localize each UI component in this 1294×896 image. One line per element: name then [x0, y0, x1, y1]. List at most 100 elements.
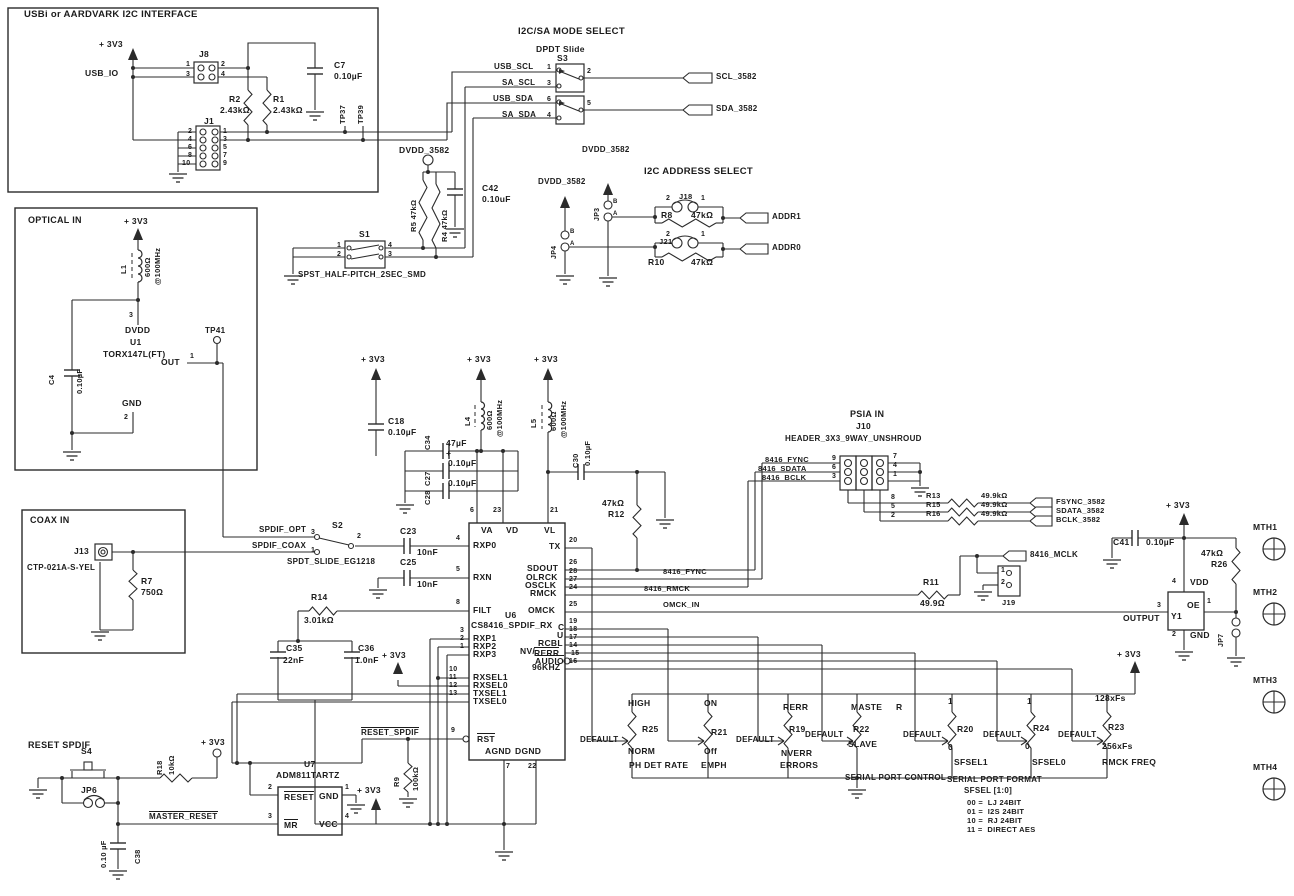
label-s4-ref: S4: [81, 746, 92, 756]
label-u1-pin3: 3: [129, 312, 134, 319]
label-u6-rcbl: RCBL: [538, 638, 563, 648]
label-c34-ref: C34: [423, 435, 432, 450]
label-p3v3-rxsel: + 3V3: [382, 650, 406, 660]
label-u6-pin3: 3: [460, 627, 465, 634]
label-mth3-ref: MTH3: [1253, 675, 1278, 685]
label-u6-pin18: 18: [569, 626, 578, 633]
label-usb-scl-net: USB_SCL: [494, 62, 534, 71]
label-rn-legend-11: 11 = DIRECT AES: [967, 825, 1036, 834]
label-u7-gnd: GND: [319, 791, 339, 801]
label-s3-pin5: 5: [587, 100, 592, 107]
label-j1-ref: J1: [204, 116, 215, 126]
label-s2-pin1: 1: [311, 547, 316, 554]
label-addr-select-title: I2C ADDRESS SELECT: [644, 166, 754, 177]
label-l4-val: 600Ω: [485, 410, 494, 430]
label-r2-ref: R2: [229, 94, 241, 104]
label-c42-val: 0.10uF: [482, 194, 511, 204]
label-c23-val: 10nF: [417, 547, 439, 557]
label-u6-pin4: 4: [456, 535, 461, 542]
label-rn-legend-10: 10 = RJ 24BIT: [967, 816, 1023, 825]
label-u1-out: OUT: [161, 357, 180, 367]
label-r9-val: 100kΩ: [411, 766, 420, 791]
label-u7-vcc: VCC: [319, 819, 338, 829]
label-usb-block-title: USBi or AARDVARK I2C INTERFACE: [24, 9, 198, 20]
label-u6-sdout: SDOUT: [527, 563, 559, 573]
label-master-reset-net: MASTER_RESET: [149, 811, 218, 821]
label-c25-ref: C25: [400, 557, 417, 567]
label-u6-va: VA: [481, 525, 493, 535]
label-j18-pin2: 2: [666, 195, 671, 202]
label-psia-bclk-net: 8416_BCLK: [762, 473, 807, 482]
label-s1-pin4: 4: [388, 242, 393, 249]
label-j1-pin1: 1: [223, 128, 228, 135]
label-r24-ref: R24: [1033, 723, 1050, 733]
label-r10-val: 47kΩ: [691, 257, 714, 267]
label-j13-ref: J13: [74, 546, 90, 556]
label-jp7-ref: JP7: [1218, 633, 1225, 647]
label-u6-pin5: 5: [456, 566, 461, 573]
label-r13-val: 49.9kΩ: [981, 491, 1008, 500]
label-r15-ref: R15: [926, 500, 941, 509]
label-u6-pin23: 23: [493, 507, 502, 514]
label-s2-pin3: 3: [311, 529, 316, 536]
label-r1-val: 2.43kΩ: [273, 105, 303, 115]
label-r26-ref: R26: [1211, 559, 1228, 569]
label-u6-dgnd: DGND: [515, 746, 542, 756]
label-u1-name: TORX147L(FT): [103, 349, 166, 359]
label-c7-val: 0.10µF: [334, 71, 363, 81]
label-u6-filt: FILT: [473, 605, 492, 615]
label-c18-ref: C18: [388, 416, 405, 426]
label-rn-rmck-freq: RMCK FREQ: [1102, 757, 1157, 767]
label-j10-pin2: 2: [891, 512, 896, 519]
label-c36-ref: C36: [358, 643, 375, 653]
label-s1-type: SPST_HALF-PITCH_2SEC_SMD: [298, 270, 427, 279]
label-l4-freq: @100MHz: [495, 399, 504, 437]
label-psia-title: PSIA IN: [850, 409, 885, 419]
label-mth4-ref: MTH4: [1253, 762, 1278, 772]
label-u6-pin21: 21: [550, 507, 559, 514]
label-u6-pin7: 7: [506, 763, 511, 770]
label-u6-rst: RST: [477, 733, 495, 744]
label-s3-pin4: 4: [547, 112, 552, 119]
label-l4-ref: L4: [463, 416, 472, 426]
label-l5-val: 600Ω: [549, 411, 558, 431]
label-j21-ref: J21: [659, 237, 673, 246]
label-u6-nv: NV/: [520, 646, 536, 656]
label-u6-rerr: RERR: [534, 647, 560, 658]
label-rn-1b: 1: [1027, 696, 1033, 706]
label-u6-tx: TX: [549, 541, 561, 551]
label-sa-scl-net: SA_SCL: [502, 78, 536, 87]
label-r22-ref: R22: [853, 724, 870, 734]
label-u1-pin1: 1: [190, 353, 195, 360]
label-p3v3-usb: + 3V3: [99, 39, 123, 49]
label-r25-ref: R25: [642, 724, 659, 734]
label-jp3-b: B: [613, 199, 618, 205]
label-addr1-net: ADDR1: [772, 212, 802, 221]
label-y1-oe: OE: [1187, 600, 1200, 610]
label-p3v3-rn: + 3V3: [1117, 649, 1141, 659]
label-r13-ref: R13: [926, 491, 941, 500]
label-u6-pin9: 9: [451, 727, 456, 734]
label-r18-ref: R18: [155, 760, 164, 775]
label-s3-pin3: 3: [547, 80, 552, 87]
label-addr0-net: ADDR0: [772, 243, 802, 252]
label-jp6-ref: JP6: [81, 785, 98, 795]
label-u6-pin25: 25: [569, 601, 578, 608]
label-u6-pin12: 12: [449, 682, 458, 689]
label-rn-1a: 1: [948, 696, 954, 706]
label-net-8416-rmck: 8416_RMCK: [644, 584, 691, 593]
label-r11-val: 49.9Ω: [920, 598, 945, 608]
label-mode-select-title: I2C/SA MODE SELECT: [518, 26, 625, 37]
label-optical-title: OPTICAL IN: [28, 215, 82, 225]
label-u6-osclk: OSCLK: [525, 580, 557, 590]
label-rn-128xfs: 128xFs: [1095, 693, 1126, 703]
label-rn-legend-00: 00 = LJ 24BIT: [967, 798, 1022, 807]
label-u6-pin10: 10: [449, 666, 458, 673]
label-u6-pin27: 27: [569, 576, 578, 583]
label-r15-val: 49.9kΩ: [981, 500, 1008, 509]
label-j10-pin7: 7: [893, 453, 898, 460]
label-scl-3582-net: SCL_3582: [716, 72, 757, 81]
label-y1-vdd: VDD: [1190, 577, 1209, 587]
